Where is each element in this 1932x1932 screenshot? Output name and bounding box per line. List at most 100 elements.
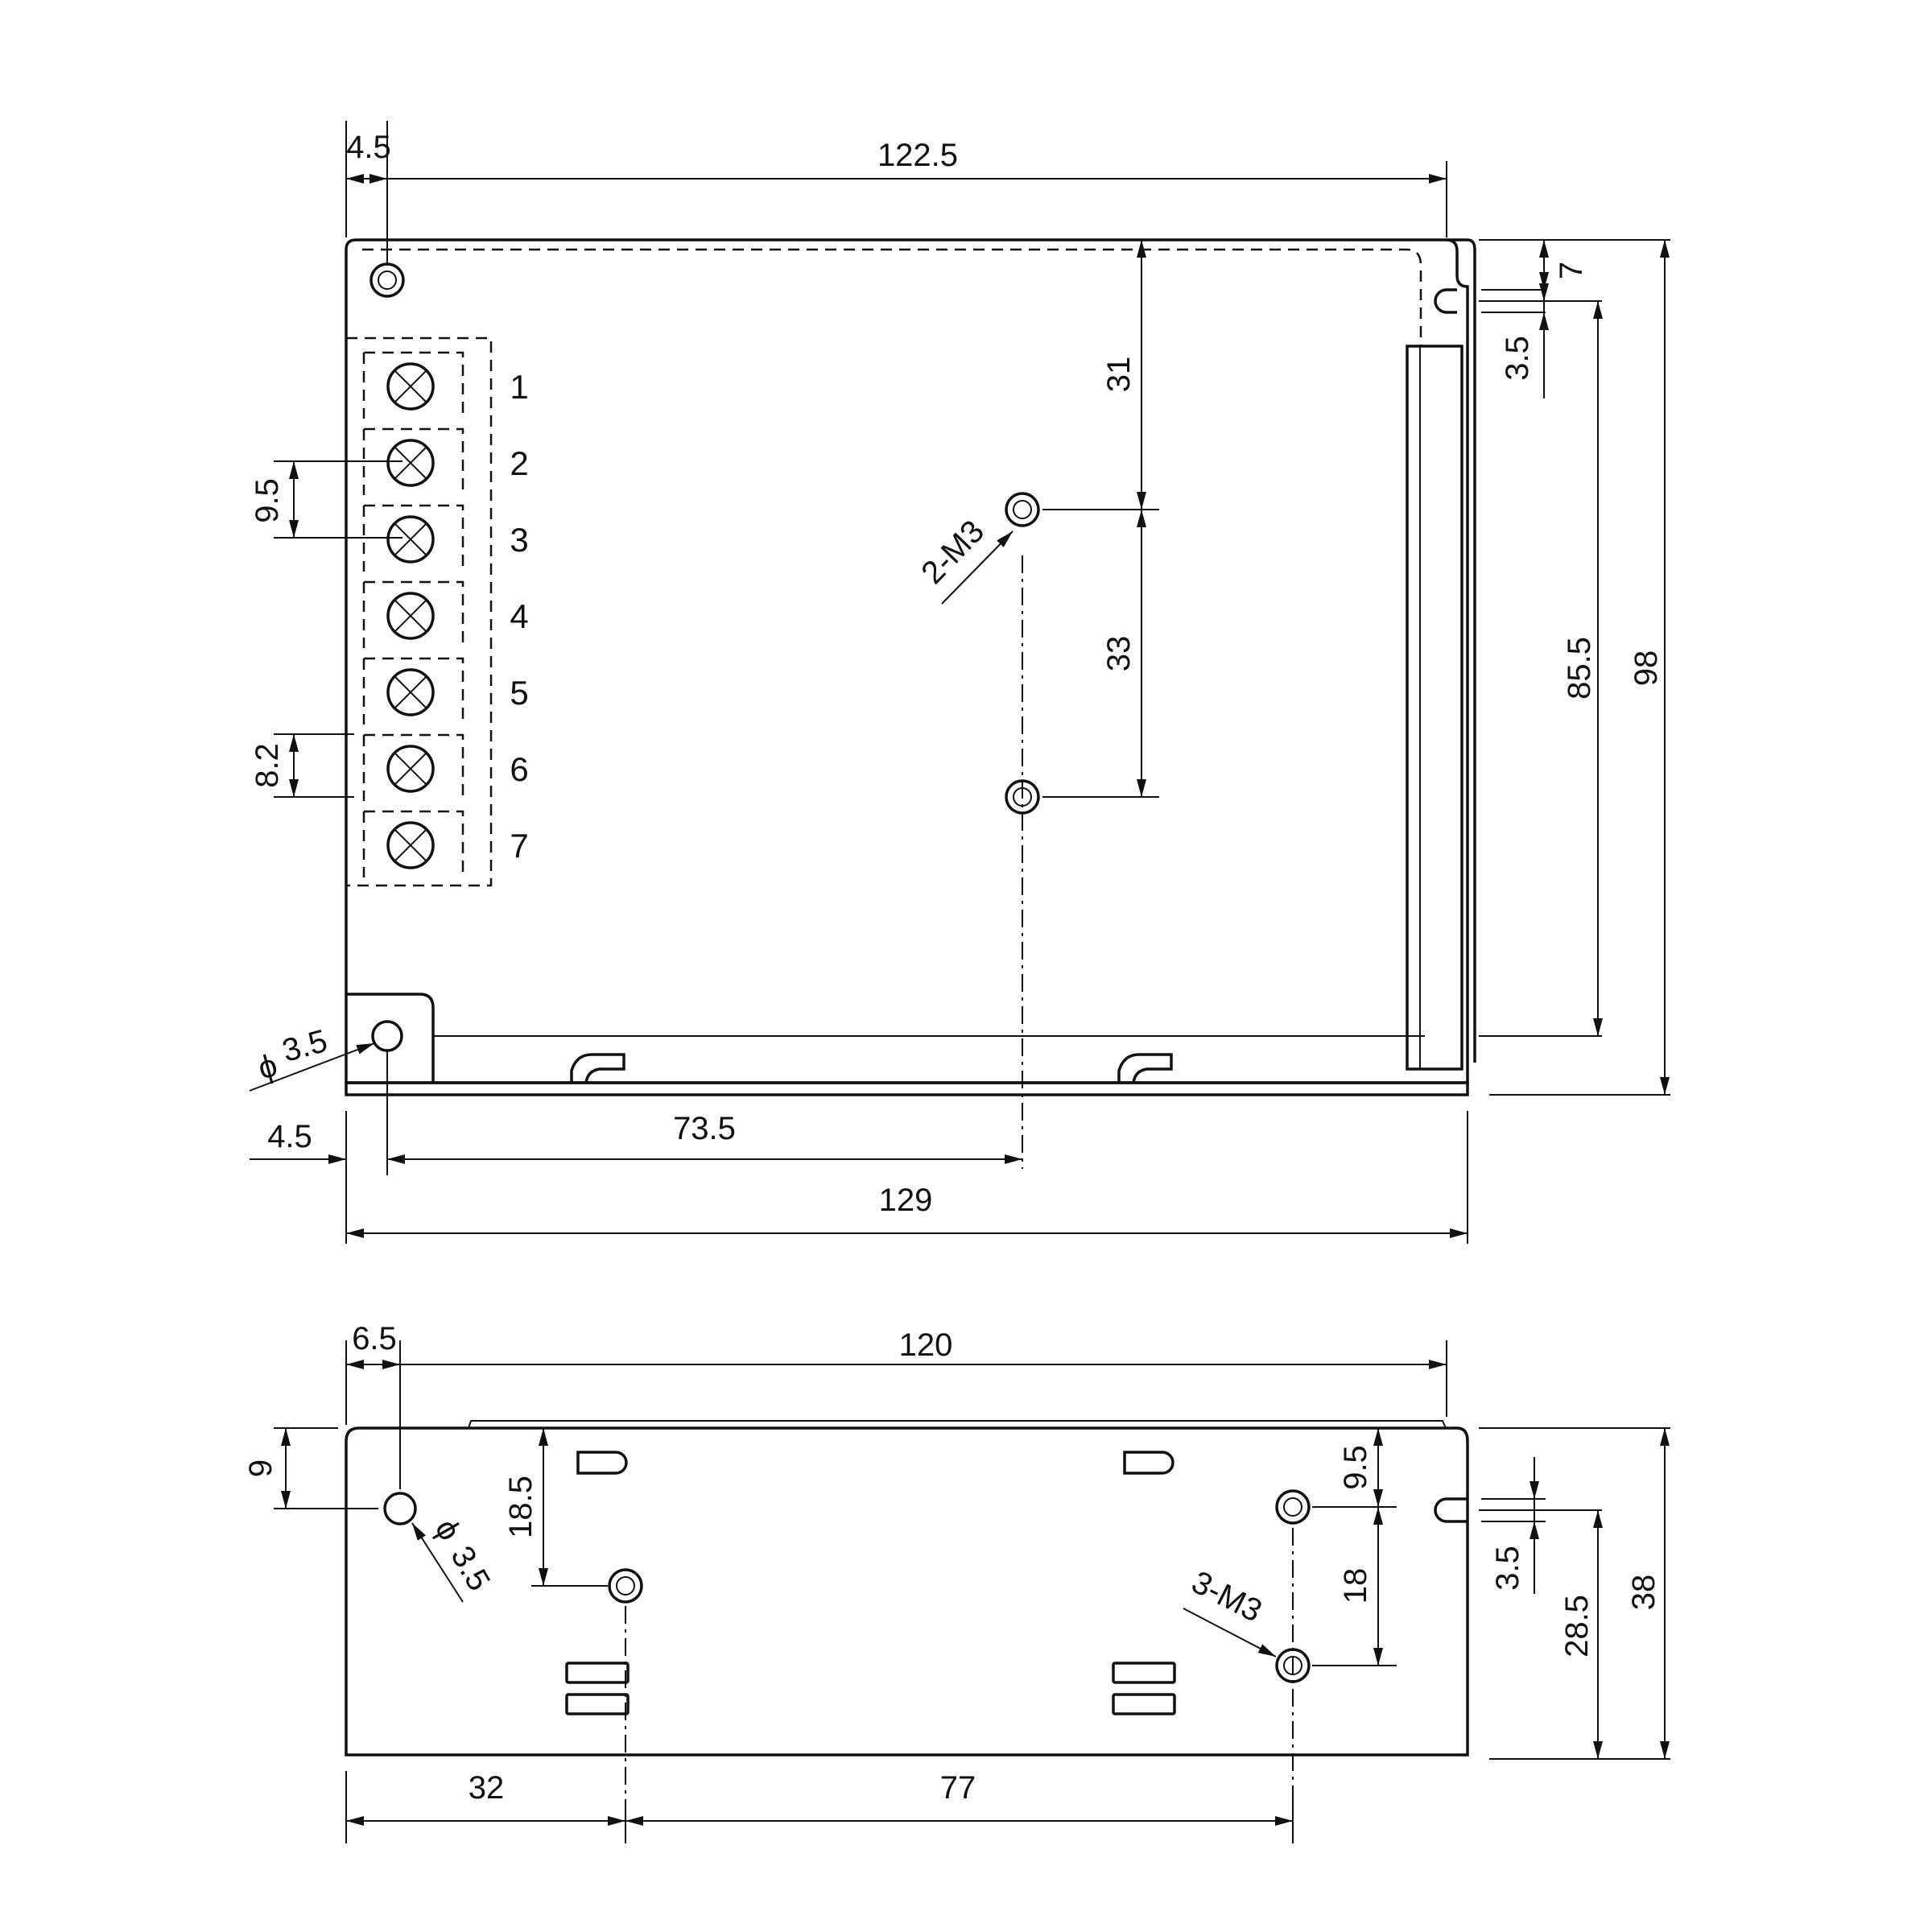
- terminal-screw: [386, 362, 435, 411]
- dimension-arrowhead: [539, 1568, 548, 1586]
- dim-pitch-a: 9.5: [250, 478, 285, 523]
- dimension-arrowhead: [1373, 1507, 1383, 1525]
- side-m3-hole-upper-inner: [1283, 1497, 1302, 1517]
- leader-arrowhead: [1257, 1644, 1276, 1657]
- dimension-arrowhead: [1593, 301, 1603, 319]
- terminal-number: 6: [510, 750, 528, 788]
- dimension-arrowhead: [1137, 510, 1146, 527]
- top-view-base-rail: [345, 1081, 1469, 1096]
- dimension-arrowhead: [289, 520, 299, 538]
- dim-slot-width: 3.5: [1500, 336, 1535, 381]
- terminal-cell: [362, 427, 464, 495]
- dimension-arrowhead: [1539, 272, 1549, 290]
- dim-pitch-b: 8.2: [250, 743, 285, 788]
- terminal-screw: [386, 745, 435, 793]
- dimension-arrowhead: [369, 174, 387, 184]
- dimension-arrowhead: [289, 734, 299, 752]
- dimension-arrowhead: [1373, 1648, 1383, 1666]
- dimension-arrowhead: [346, 1228, 364, 1238]
- dimension-arrowhead: [1373, 1489, 1383, 1507]
- terminal-screw-cross-icon: [394, 522, 427, 556]
- dim-dist-left: 32: [469, 1770, 505, 1806]
- terminal-screw: [386, 668, 435, 716]
- dimension-arrowhead: [539, 1428, 548, 1446]
- dimension-arrowhead: [1137, 492, 1146, 510]
- dimension-arrowhead: [1005, 1154, 1022, 1164]
- terminal-block-outline: [346, 336, 493, 887]
- terminal-screw: [386, 439, 435, 487]
- dimension-arrowhead: [1539, 312, 1549, 330]
- dim-hole-drop: 9: [243, 1459, 279, 1477]
- dim-side-width: 120: [899, 1327, 953, 1363]
- side-m3-hole-left-inner: [616, 1576, 635, 1596]
- dim-total-height: 98: [1629, 650, 1664, 687]
- terminal-screw-cross-icon: [394, 446, 427, 480]
- dimension-arrowhead: [1137, 240, 1146, 258]
- leader-arrowhead: [412, 1523, 426, 1541]
- vent-slot-top-left: [576, 1451, 628, 1475]
- dimension-arrowhead: [1137, 779, 1146, 797]
- base-clip-left: [570, 1053, 625, 1084]
- top-view-side-rail: [1406, 345, 1463, 1071]
- dim-hole-spacing-lower: 33: [1101, 636, 1137, 672]
- side-left-hole: [383, 1492, 417, 1525]
- dimension-arrowhead: [1593, 1018, 1603, 1036]
- dim-side-slot-width: 3.5: [1490, 1546, 1525, 1591]
- terminal-screw-cross-icon: [394, 599, 427, 633]
- callout-m3-side: 3-M3: [1186, 1564, 1267, 1629]
- dim-hole-x: 73.5: [673, 1111, 736, 1146]
- dim-right-top: 9.5: [1338, 1445, 1373, 1490]
- terminal-cell: [362, 810, 464, 877]
- terminal-screw-cross-icon: [394, 828, 427, 862]
- top-view-bracket: [346, 993, 435, 1083]
- dimension-arrowhead: [328, 1154, 346, 1164]
- m3-hole-upper-inner: [1013, 500, 1032, 519]
- dimension-arrowhead: [1660, 1741, 1670, 1759]
- dimension-arrowhead: [1660, 240, 1670, 258]
- side-view-slot: [1434, 1497, 1468, 1523]
- dim-hole-spacing-upper: 31: [1101, 357, 1137, 393]
- vent-slot-bottom-right-2: [1112, 1693, 1176, 1715]
- dim-right-spacing: 18: [1338, 1568, 1373, 1604]
- dimension-arrowhead: [1429, 1360, 1447, 1369]
- callout-leader-dia-top: [249, 1042, 375, 1092]
- dim-left-offset-bottom: 4.5: [267, 1119, 312, 1154]
- dimension-arrowhead: [346, 1360, 364, 1369]
- dimension-arrowhead: [1450, 1228, 1468, 1238]
- dimension-arrowhead: [1593, 1510, 1603, 1528]
- vent-slot-bottom-left-2: [565, 1693, 630, 1715]
- bottom-left-hole: [371, 1020, 403, 1052]
- dimension-arrowhead: [289, 461, 299, 479]
- dim-hole-dia-side: 3.5: [444, 1540, 497, 1596]
- dimension-arrowhead: [1530, 1521, 1539, 1539]
- terminal-number: 2: [510, 444, 528, 482]
- dim-side-total-height: 38: [1626, 1575, 1662, 1611]
- terminal-cell: [362, 580, 464, 648]
- dimension-arrowhead: [1429, 174, 1447, 184]
- dimension-arrowhead: [346, 1816, 364, 1826]
- terminal-screw: [386, 592, 435, 640]
- leader-arrowhead: [356, 1043, 374, 1055]
- terminal-screw-cross-icon: [394, 369, 427, 403]
- terminal-cell: [362, 733, 464, 801]
- dimension-arrowhead: [1660, 1077, 1670, 1095]
- top-view-dashed-edge: [362, 248, 1422, 346]
- dimension-arrowhead: [625, 1816, 643, 1826]
- leader-arrowhead: [997, 531, 1013, 547]
- terminal-number: 3: [510, 521, 528, 559]
- dim-top-width: 122.5: [877, 138, 958, 173]
- callout-m3-top: 2-M3: [914, 514, 991, 591]
- top-left-hole-inner: [378, 270, 397, 290]
- vent-slot-bottom-left-1: [565, 1662, 630, 1684]
- terminal-cell: [362, 657, 464, 724]
- terminal-cell: [362, 351, 464, 419]
- dim-dia-symbol-side: ϕ: [428, 1513, 468, 1546]
- dimension-arrowhead: [387, 1154, 405, 1164]
- terminal-screw: [386, 821, 435, 869]
- dim-inner-height: 85.5: [1562, 637, 1597, 700]
- dimension-arrowhead: [1530, 1481, 1539, 1499]
- terminal-number: 4: [510, 597, 528, 635]
- terminal-number: 7: [510, 827, 528, 865]
- dim-total-width: 129: [879, 1183, 933, 1218]
